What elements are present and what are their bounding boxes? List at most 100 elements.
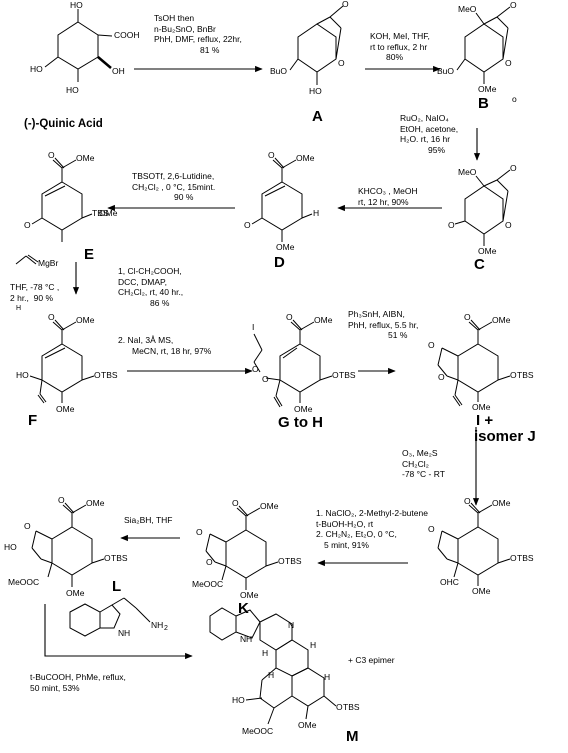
label-A: A	[312, 108, 323, 125]
structure-quinic-acid	[45, 9, 112, 82]
structure-tryptamine	[70, 598, 150, 636]
reaction-arrows	[45, 65, 481, 660]
label-D: D	[274, 254, 285, 271]
E-atom-ome-ester: OMe	[76, 153, 95, 163]
tryptamine-atom-nh: NH	[151, 620, 164, 630]
structure-E	[32, 158, 92, 242]
conditions-step2: KOH, MeI, THF,rt to reflux, 2 hr 80%	[370, 31, 430, 62]
D-atom-ome-ester: OMe	[296, 153, 315, 163]
conditions-step6: THF, -78 °C ,2 hr., 90 %	[10, 282, 60, 303]
F-atom-otbs-o: O	[94, 370, 101, 380]
B-atom-o-ring: O	[505, 58, 512, 68]
tryptamine-atom-h: H	[124, 628, 131, 638]
label-F: F	[28, 412, 38, 429]
C-atom-ome: OMe	[478, 246, 497, 256]
IJ-atom-ome-ester: OMe	[492, 315, 511, 325]
G-atom-ome: OMe	[294, 404, 313, 414]
label-M: M	[346, 728, 359, 745]
G-atom-o-ester-carbonyl: O	[286, 312, 293, 322]
M-atom-h-4: H	[268, 670, 275, 680]
IJ-atom-ome: OMe	[472, 402, 491, 412]
K-atom-o-lactone: O	[206, 557, 213, 567]
structure-K	[206, 506, 278, 590]
structure-B	[457, 7, 510, 84]
M-c3-epimer-note: + C3 epimer	[348, 655, 395, 665]
M-atom-h-2: H	[262, 648, 269, 658]
L-atom-o-ester-carbonyl: O	[58, 495, 65, 505]
B-atom-buo: BuO	[437, 66, 455, 76]
M-atom-meooc: MeOOC	[242, 726, 274, 736]
structure-aldehyde	[438, 503, 510, 586]
quinic-atom-oh: OH	[112, 66, 125, 76]
conditions-step8: Ph₃SnH, AIBN,PhH, reflux, 5.5 hr, 51 %	[348, 309, 419, 340]
structure-D	[252, 158, 312, 242]
E-atom-o-ester-carbonyl: O	[48, 150, 55, 160]
A-atom-o-carbonyl: O	[342, 0, 349, 9]
G-atom-otbs-o: O	[332, 370, 339, 380]
IJ-atom-otbs-o: O	[510, 370, 517, 380]
structure-M	[210, 608, 336, 724]
structure-G	[254, 320, 332, 407]
A-atom-buo: BuO	[270, 66, 288, 76]
IJ-atom-o-lactone: O	[438, 372, 445, 382]
M-atom-h-3: H	[310, 640, 317, 650]
M-atom-n-amine: N	[288, 620, 295, 630]
L-atom-tbs: TBS	[111, 553, 128, 563]
C-atom-o-carbonyl: O	[510, 163, 517, 173]
label-K: K	[238, 600, 249, 617]
M-atom-tbs: TBS	[343, 702, 360, 712]
conditions-step7a: 1, Cl-CH₂COOH,DCC, DMAP, CH₂Cl₂, rt, 40 …	[118, 266, 184, 308]
G-atom-o-acyl-carbonyl: O	[252, 364, 259, 374]
structure-L	[32, 503, 104, 587]
structure-vinyl-grignard	[16, 255, 38, 264]
F-atom-ome-ester: OMe	[76, 315, 95, 325]
B-atom-o-carbonyl: O	[510, 0, 517, 10]
label-E: E	[84, 246, 95, 263]
K-atom-ome: OMe	[240, 590, 259, 600]
D-atom-h: H	[313, 208, 320, 218]
G-atom-ome-ester: OMe	[314, 315, 333, 325]
structure-F	[30, 320, 94, 403]
A-atom-ho: HO	[309, 86, 322, 96]
quinic-atom-ho-left: HO	[30, 64, 43, 74]
C-atom-o-ring: O	[505, 220, 512, 230]
vinyl-grignard-mgbr: MgBr	[38, 258, 59, 268]
D-atom-ome: OMe	[276, 242, 295, 252]
L-atom-ome: OMe	[66, 588, 85, 598]
B-atom-ome: OMe	[478, 84, 497, 94]
K-atom-otbs-o: O	[278, 556, 285, 566]
E-atom-o-ketone: O	[24, 220, 31, 230]
label-C: C	[474, 256, 485, 273]
tryptamine-atom-n: N	[118, 628, 125, 638]
IJ-atom-o-ester-carbonyl: O	[464, 312, 471, 322]
label-quinic-acid: (-)-Quinic Acid	[24, 118, 103, 130]
E-atom-otbs-o: TBS	[92, 208, 109, 218]
final-atom-ome-ester: OMe	[492, 498, 511, 508]
F-atom-tbs: TBS	[101, 370, 118, 380]
G-atom-i: I	[252, 322, 255, 332]
label-J: isomer J	[474, 428, 536, 445]
final-atom-o-ester-carbonyl: O	[464, 496, 471, 506]
conditions-step12: t-BuCOOH, PhMe, reflux,50 mint, 53%	[30, 672, 126, 693]
L-atom-meooc: MeOOC	[8, 577, 40, 587]
final-atom-ohc: OHC	[440, 577, 459, 587]
conditions-step5: TBSOTf, 2,6-Lutidine,CH₂Cl₂ , 0 °C, 15mi…	[132, 171, 216, 202]
quinic-atom-ho-top: HO	[70, 0, 83, 10]
structure-I-J	[438, 320, 510, 406]
F-atom-o-ester-carbonyl: O	[48, 312, 55, 322]
C-atom-o-ketone: O	[448, 220, 455, 230]
K-atom-o-ester-carbonyl: O	[232, 498, 239, 508]
B-atom-o-small: o	[512, 94, 517, 104]
L-atom-ome-ester: OMe	[86, 498, 105, 508]
L-atom-otbs-o: O	[104, 553, 111, 563]
M-atom-ome: OMe	[298, 720, 317, 730]
F-atom-ome: OMe	[56, 404, 75, 414]
B-atom-meo: MeO	[458, 4, 477, 14]
K-atom-meooc: MeOOC	[192, 579, 224, 589]
conditions-step7b: 2. NaI, 3Å MS,MeCN, rt, 18 hr, 97%	[118, 335, 212, 356]
structure-A	[290, 6, 343, 85]
F-atom-ho: HO	[16, 370, 29, 380]
